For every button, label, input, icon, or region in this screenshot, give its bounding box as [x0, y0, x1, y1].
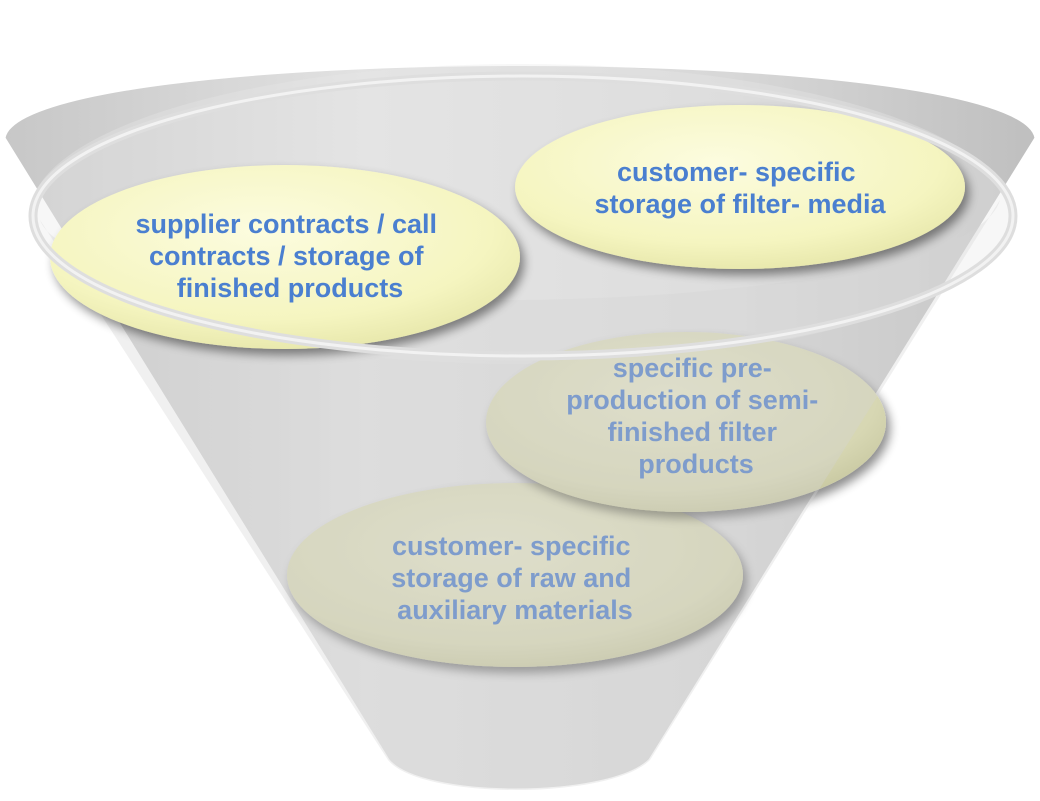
label-pre-production: specific pre- production of semi- finish… — [566, 353, 826, 479]
ellipse-raw-materials — [287, 483, 743, 667]
ellipse-pre-production — [486, 332, 886, 512]
ellipse-supplier-contracts — [50, 165, 520, 349]
ellipse-filter-media — [515, 105, 965, 269]
label-filter-media: customer- specific storage of filter- me… — [594, 157, 886, 219]
funnel-rim-highlight — [31, 74, 1015, 358]
label-supplier-contracts: supplier contracts / call contracts / st… — [135, 209, 444, 303]
label-raw-materials: customer- specific storage of raw and au… — [391, 531, 639, 625]
